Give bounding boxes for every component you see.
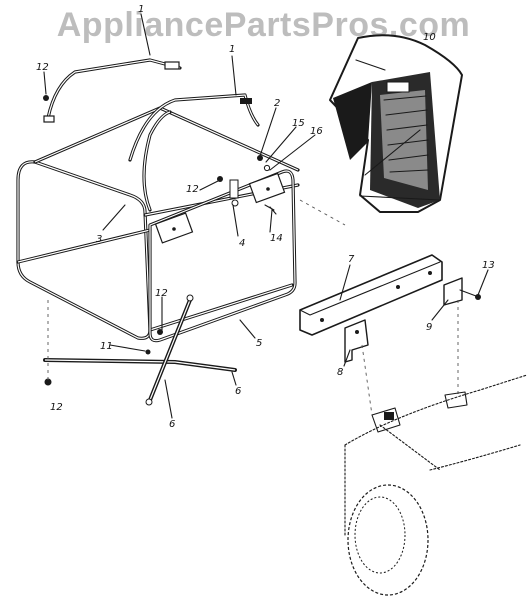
callout-1-rear: 1 — [229, 44, 235, 55]
callouts: 1 1 2 3 4 5 6 6 7 8 9 10 11 12 12 12 12 … — [36, 4, 495, 430]
callout-12-mid: 12 — [186, 184, 199, 195]
rear-wheel — [347, 484, 429, 596]
alignment-lines — [47, 199, 459, 416]
mower-rear-deck — [344, 374, 527, 536]
grass-bag-part-10 — [329, 34, 463, 213]
callout-14: 14 — [270, 233, 283, 244]
callout-13: 13 — [482, 260, 495, 271]
mounting-plate-part-7 — [299, 254, 443, 336]
callout-9: 9 — [426, 322, 432, 333]
bracket-part-9 — [443, 277, 481, 306]
handle-part-1-top — [43, 58, 182, 123]
frame-part-5 — [148, 169, 297, 343]
callout-2: 2 — [274, 98, 280, 109]
callout-15: 15 — [292, 118, 305, 129]
callout-3: 3 — [96, 234, 102, 245]
callout-10: 10 — [423, 32, 436, 43]
bag-frame-part-3 — [16, 160, 152, 340]
callout-12-strut: 12 — [155, 288, 168, 299]
callout-4: 4 — [239, 238, 245, 249]
callout-5: 5 — [256, 338, 262, 349]
callout-6-lower: 6 — [169, 419, 175, 430]
fasteners — [43, 95, 277, 386]
callout-8: 8 — [337, 367, 343, 378]
callout-1-top: 1 — [138, 4, 144, 15]
callout-12-topleft: 12 — [36, 62, 49, 73]
bracket-part-8 — [344, 319, 369, 363]
strut-part-6 — [43, 294, 237, 406]
callout-11: 11 — [100, 341, 113, 352]
callout-16: 16 — [310, 126, 323, 137]
callout-7: 7 — [348, 254, 355, 265]
callout-12-bottom: 12 — [50, 402, 63, 413]
handle-part-1-rear — [128, 93, 260, 212]
callout-6-right: 6 — [235, 386, 241, 397]
